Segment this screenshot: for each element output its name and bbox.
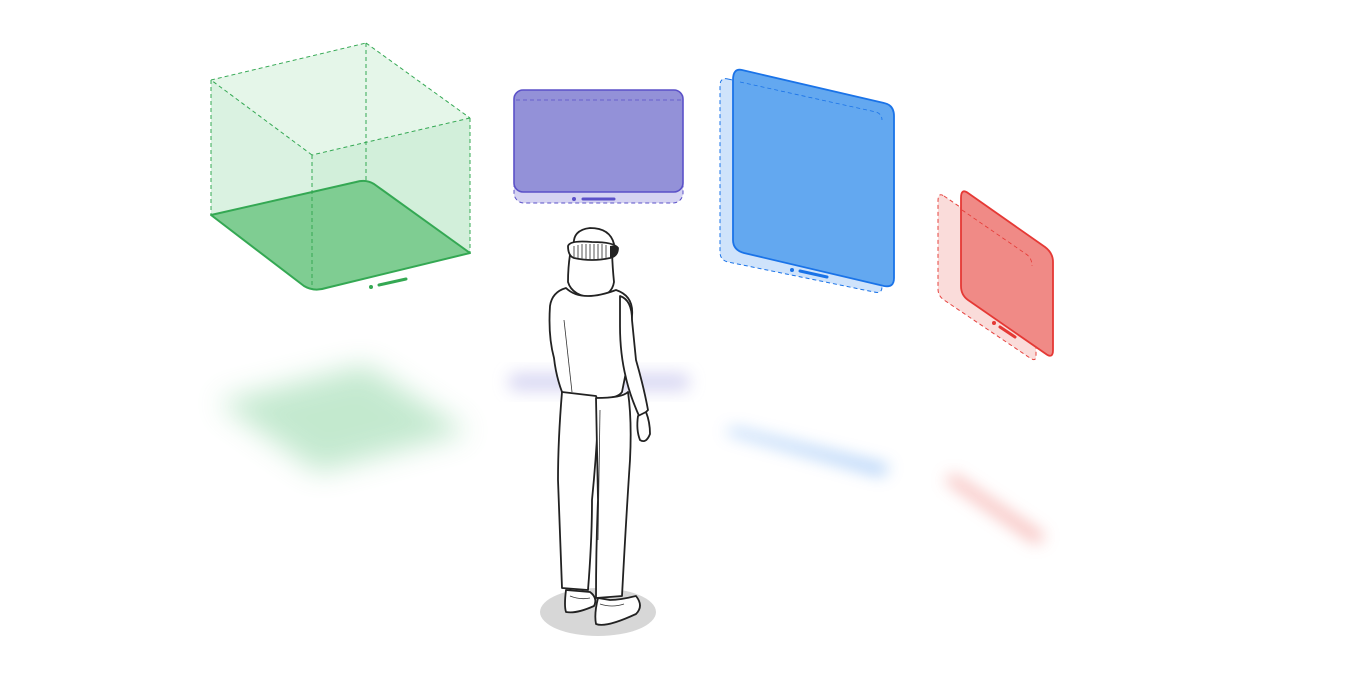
blue-window[interactable] <box>719 68 895 293</box>
person-right-shoe <box>594 595 641 626</box>
person-right-hand <box>636 411 651 443</box>
person-figure <box>540 227 656 636</box>
blue-window-shadow <box>724 428 890 476</box>
volume-dashed-edges <box>210 42 471 290</box>
red-window-inner-edge <box>961 209 1033 267</box>
purple-window[interactable] <box>513 89 684 204</box>
headset-icon <box>567 240 619 261</box>
person-left-ankle <box>569 595 591 600</box>
blue-window-bar[interactable] <box>798 269 829 279</box>
volume-window-dot[interactable] <box>369 285 373 289</box>
person-leg-crease <box>597 409 601 541</box>
volume-shadow <box>218 365 468 472</box>
red-window-bar[interactable] <box>998 325 1017 339</box>
blue-window-dot[interactable] <box>790 268 794 272</box>
red-window-shadow <box>944 474 1046 544</box>
volume-window[interactable] <box>210 42 471 291</box>
person-left-leg <box>557 391 599 591</box>
person-right-leg <box>595 391 632 599</box>
floor-shadows <box>218 365 1046 544</box>
person-left-shoe <box>564 589 597 614</box>
red-window-dot[interactable] <box>992 321 996 325</box>
blue-window-inner-edge <box>739 81 883 121</box>
person-right-ankle <box>599 603 625 607</box>
purple-window-front <box>513 89 684 193</box>
purple-window-dot[interactable] <box>572 197 576 201</box>
red-window-front <box>960 190 1054 357</box>
blue-window-front <box>732 68 895 288</box>
person-jacket-seam <box>563 319 573 393</box>
volume-top-face <box>211 43 470 155</box>
volume-window-bar[interactable] <box>377 277 408 287</box>
red-window[interactable] <box>937 190 1054 361</box>
